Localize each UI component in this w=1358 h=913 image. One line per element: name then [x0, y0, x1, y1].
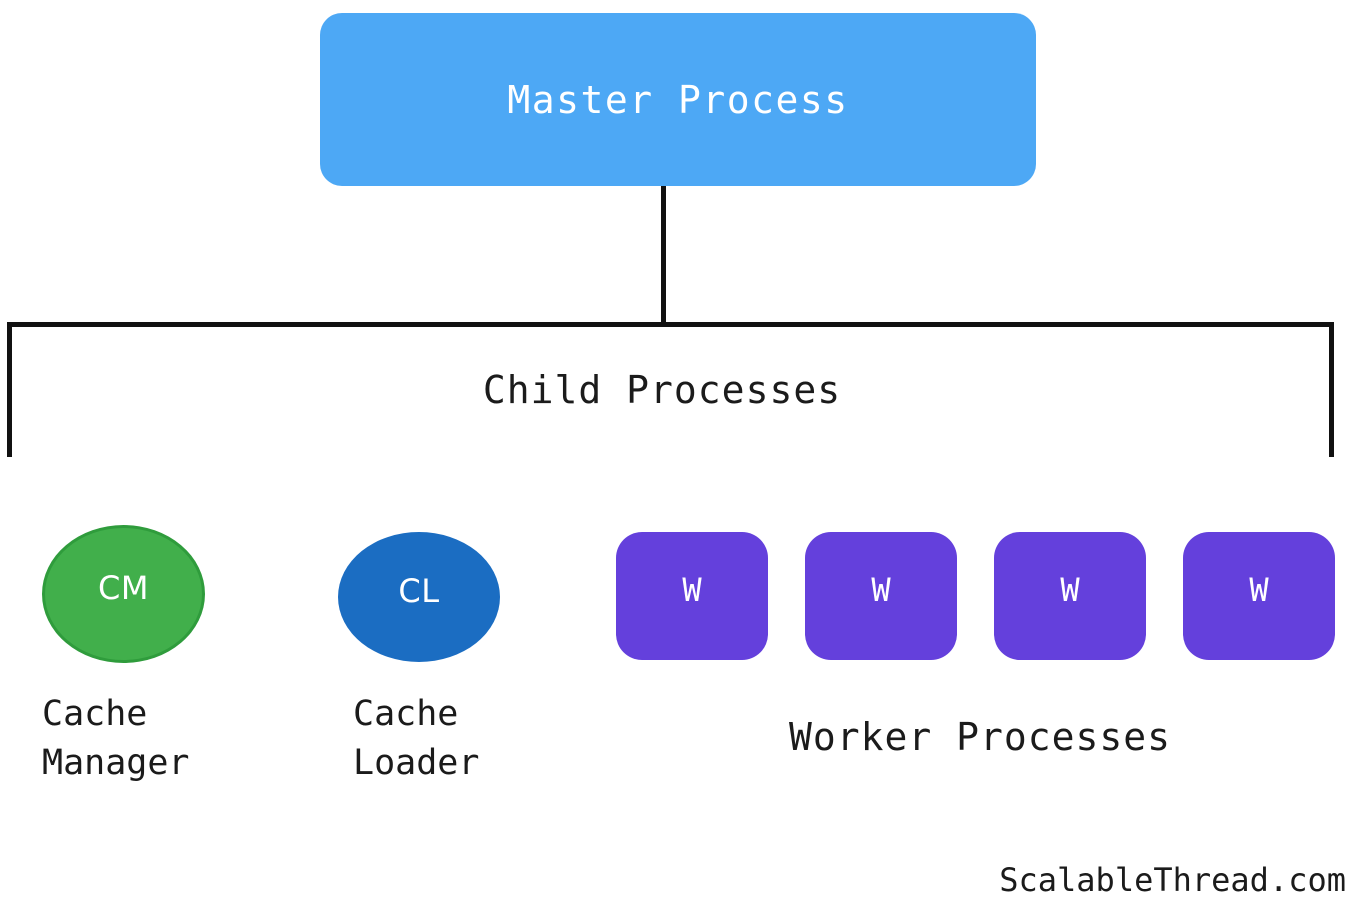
child-bracket-left-arm: [7, 322, 12, 457]
worker-processes-row: W W W W: [616, 532, 1344, 660]
watermark: ScalableThread.com: [999, 861, 1346, 899]
master-to-children-connector: [661, 186, 666, 326]
worker-process-node: W: [1183, 532, 1335, 660]
worker-process-label: W: [1060, 571, 1080, 609]
worker-process-node: W: [805, 532, 957, 660]
cache-loader-node: CL: [338, 532, 500, 662]
worker-process-label: W: [682, 571, 702, 609]
cache-manager-caption: Cache Manager: [42, 694, 190, 783]
cache-loader-caption: Cache Loader: [353, 694, 480, 783]
master-process-label: Master Process: [507, 77, 849, 122]
child-processes-label: Child Processes: [482, 368, 842, 412]
worker-process-label: W: [871, 571, 891, 609]
worker-process-node: W: [994, 532, 1146, 660]
worker-process-label: W: [1249, 571, 1269, 609]
worker-processes-caption: Worker Processes: [788, 715, 1172, 759]
master-process-node: Master Process: [320, 13, 1036, 186]
cache-manager-abbrev: CM: [98, 569, 149, 607]
child-bracket-horizontal: [7, 322, 1334, 327]
child-bracket-right-arm: [1329, 322, 1334, 457]
cache-manager-node: CM: [42, 525, 205, 663]
worker-process-node: W: [616, 532, 768, 660]
cache-loader-abbrev: CL: [398, 572, 440, 610]
